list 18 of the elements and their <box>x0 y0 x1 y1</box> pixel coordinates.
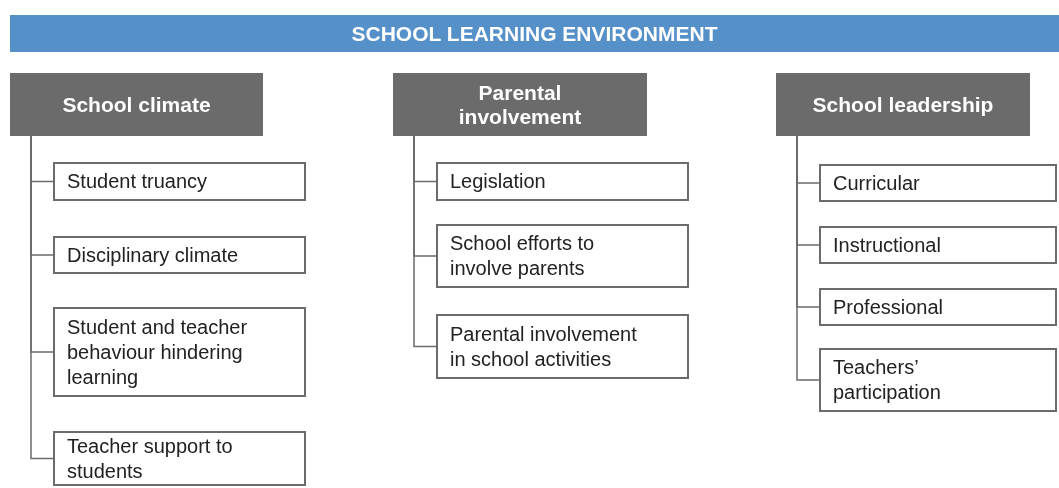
item-box: Teachers’ participation <box>819 348 1057 412</box>
item-box: Disciplinary climate <box>53 236 306 274</box>
item-box: Student and teacher behaviour hindering learning <box>53 307 306 397</box>
item-box: Student truancy <box>53 162 306 201</box>
title-banner: SCHOOL LEARNING ENVIRONMENT <box>10 15 1059 52</box>
item-box: Teacher support to students <box>53 431 306 486</box>
connector-line <box>413 135 437 348</box>
item-box: School efforts to involve parents <box>436 224 689 288</box>
item-box: Professional <box>819 288 1057 326</box>
item-box: Instructional <box>819 226 1057 264</box>
connector-line <box>796 135 820 381</box>
category-box: Parental involvement <box>393 73 647 136</box>
item-box: Parental involvement in school activities <box>436 314 689 379</box>
connector-line <box>30 135 54 460</box>
category-box: School leadership <box>776 73 1030 136</box>
item-box: Curricular <box>819 164 1057 202</box>
category-box: School climate <box>10 73 263 136</box>
item-box: Legislation <box>436 162 689 201</box>
